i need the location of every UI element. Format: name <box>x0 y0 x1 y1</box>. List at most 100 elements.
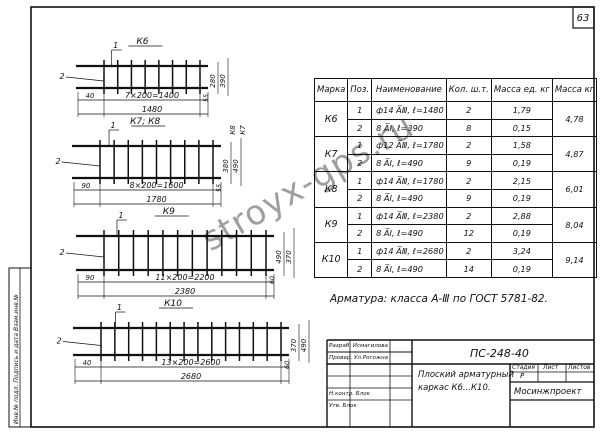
frame-title: К6 <box>136 37 148 47</box>
side-stamp-text: Инв.№ подл. Подпись и дата Взам.инв.№ <box>13 294 20 424</box>
sheet-header: Лист <box>543 364 559 371</box>
height-dimension: 280 <box>209 74 217 88</box>
spec-cell-qty: 2 <box>445 171 492 190</box>
spec-cell-unit: 0,19 <box>490 188 553 208</box>
rod-offset-dimension: 55 <box>215 184 223 192</box>
spec-cell-mark: К7 <box>313 136 349 173</box>
drawing-title-line2: каркас К6...К10. <box>418 383 491 393</box>
col-unit-mass: Масса ед. кг <box>490 78 553 102</box>
spec-cell-name: 8 А̅Ⅰ, ℓ=490 <box>371 224 447 243</box>
left-end-dimension: 40 <box>86 92 95 100</box>
pos2-label: 2 <box>59 72 64 81</box>
spec-cell-mark: К9 <box>313 206 349 243</box>
side-title: К8 <box>229 125 237 135</box>
col-name: Наименование <box>371 78 447 102</box>
span-dimension: 7×200=1400 <box>125 91 179 100</box>
col-pos: Поз. <box>347 78 373 102</box>
spec-cell-qty: 12 <box>445 224 492 243</box>
spec-cell-name: ф14 А̅Ⅲ, ℓ=2380 <box>371 206 447 226</box>
signature-row-1: Разраб. Исмагилова <box>329 343 388 349</box>
spec-cell-mark: К6 <box>313 100 349 138</box>
pos1-label: 1 <box>113 41 118 50</box>
total-dimension: 2680 <box>181 372 201 381</box>
left-end-dimension: 90 <box>82 182 91 190</box>
spec-cell-mark: К10 <box>313 241 349 278</box>
stage-value: Р <box>520 372 525 380</box>
spec-cell-unit: 2,15 <box>490 171 553 190</box>
spec-cell-pos: 2 <box>347 188 373 208</box>
frame-title: К9 <box>163 207 175 217</box>
total-dimension: 1780 <box>146 195 166 204</box>
rod-offset-dimension: 60 <box>283 361 291 369</box>
pos2-leader <box>61 161 101 167</box>
spec-cell-qty: 14 <box>445 259 492 278</box>
signature-row-2: Провер. Ул.Рогожна <box>329 355 389 361</box>
left-end-dimension: 90 <box>86 274 95 282</box>
steel-grade-note: Арматура: класса А-Ⅲ по ГОСТ 5781-82. <box>329 293 548 305</box>
height-overall-dimension: 390 <box>219 74 227 88</box>
spec-cell-unit: 3,24 <box>490 241 553 261</box>
col-total-mass: Масса кг <box>551 78 598 102</box>
spec-cell-pos: 1 <box>347 101 373 120</box>
total-dimension: 2380 <box>175 287 195 296</box>
spec-cell-qty: 2 <box>445 101 492 120</box>
spec-cell-unit: 0,19 <box>490 153 553 173</box>
height-dimension: 490 <box>275 250 283 264</box>
frame-title: К7; К8 <box>130 117 160 127</box>
drawing-title-line1: Плоский арматурный <box>418 370 514 380</box>
spec-cell-name: ф14 А̅Ⅲ, ℓ=1780 <box>371 171 447 190</box>
spec-cell-qty: 2 <box>445 206 492 226</box>
rod-offset-dimension: 55 <box>202 94 210 102</box>
col-mark: Марка <box>313 78 349 102</box>
spec-cell-qty: 8 <box>445 118 492 138</box>
rod-offset-dimension: 60 <box>268 276 276 284</box>
total-dimension: 1480 <box>142 105 162 114</box>
pos2-label: 2 <box>56 337 61 346</box>
span-dimension: 11×200=2200 <box>155 273 214 282</box>
spec-cell-total: 4,87 <box>551 136 598 173</box>
drawing-code: ПС-248-40 <box>470 347 529 360</box>
height-dimension: 370 <box>290 338 298 352</box>
signature-row-4: Утв. Блок <box>329 403 357 409</box>
stage-header: Стадия <box>512 364 536 371</box>
spec-cell-name: ф14 А̅Ⅲ, ℓ=2680 <box>371 241 447 261</box>
pos2-label: 2 <box>55 157 60 166</box>
pos1-label: 1 <box>118 211 123 220</box>
spec-cell-unit: 1,79 <box>490 101 553 120</box>
side-title: К7 <box>239 125 247 135</box>
spec-cell-qty: 2 <box>445 136 492 155</box>
signature-row-3: Н.контр. Блок <box>329 391 371 397</box>
spec-cell-mark: К8 <box>313 171 349 208</box>
organization-name: Мосинжпроект <box>514 387 582 397</box>
height-overall-dimension: 490 <box>300 338 308 352</box>
pos1-label: 1 <box>110 121 115 130</box>
height-overall-dimension: 370 <box>285 250 293 264</box>
spec-cell-total: 8,04 <box>551 206 598 243</box>
sheets-header: Листов <box>568 364 591 371</box>
page-number-box <box>572 6 595 29</box>
left-end-dimension: 40 <box>83 359 92 367</box>
spec-cell-total: 9,14 <box>551 241 598 278</box>
spec-cell-pos: 2 <box>347 259 373 278</box>
spec-cell-name: 8 А̅Ⅰ, ℓ=490 <box>371 259 447 278</box>
spec-cell-total: 6,01 <box>551 171 598 208</box>
title-block <box>326 339 594 427</box>
spec-cell-pos: 1 <box>347 241 373 261</box>
spec-cell-total: 4,78 <box>551 100 598 138</box>
spec-cell-unit: 0,19 <box>490 224 553 243</box>
spec-cell-unit: 0,15 <box>490 118 553 138</box>
spec-cell-pos: 1 <box>347 206 373 226</box>
pos2-leader <box>62 341 102 346</box>
span-dimension: 8×200=1600 <box>129 181 183 190</box>
spec-cell-unit: 1,58 <box>490 136 553 155</box>
frame-title: К10 <box>164 299 182 309</box>
spec-cell-qty: 9 <box>445 188 492 208</box>
spec-header-row: Марка Поз. Наименование Кол. ш.т. Масса … <box>313 78 598 102</box>
